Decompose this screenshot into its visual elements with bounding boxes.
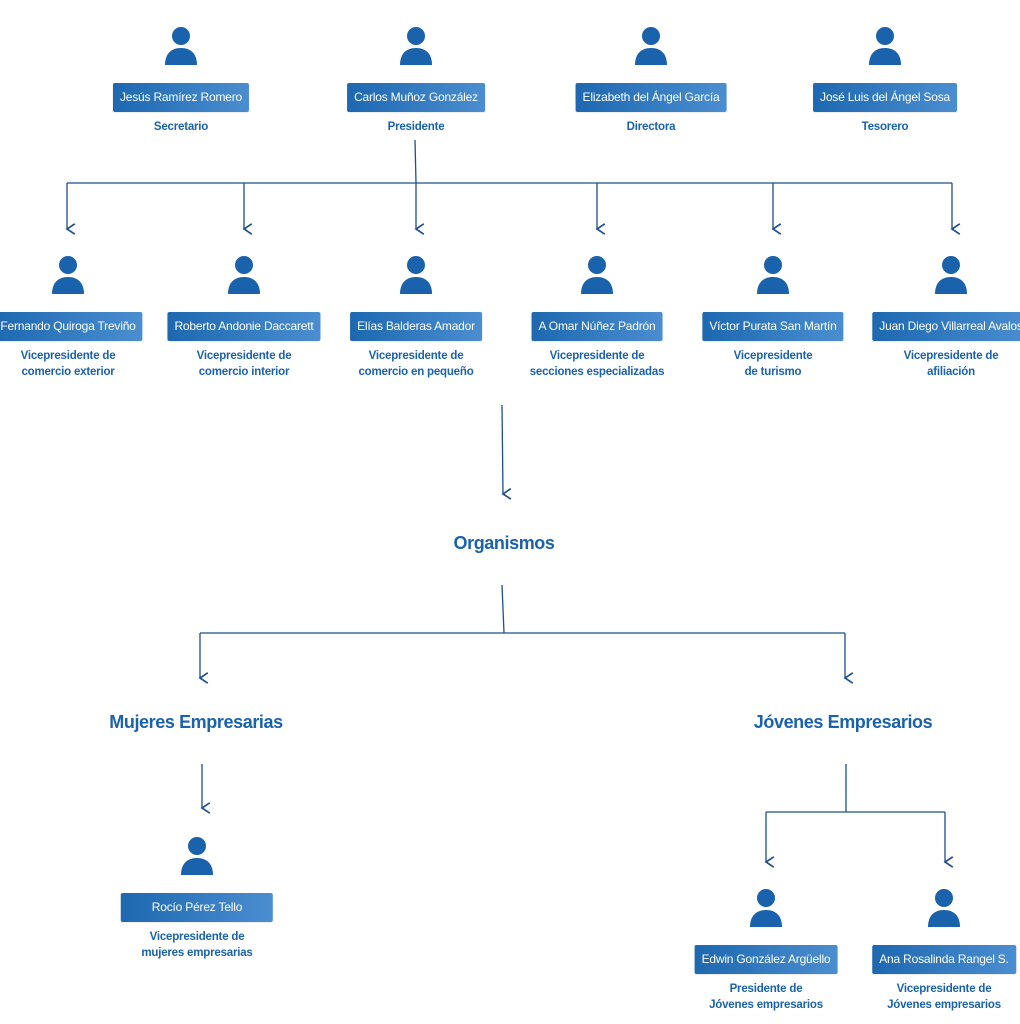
person-icon (757, 256, 789, 294)
person-name: Juan Diego Villarreal Avalos (872, 312, 1020, 341)
person-icon (165, 27, 197, 65)
jovenes-empresarios-title: Jóvenes Empresarios (753, 712, 933, 732)
person-role: Directora (626, 121, 676, 133)
person-name: José Luis del Ángel Sosa (813, 83, 957, 112)
organismos-title: Organismos (453, 533, 555, 553)
person-name: Víctor Purata San Martín (702, 312, 844, 341)
person-name: Roberto Andonie Daccarett (167, 312, 321, 341)
person-role: Secretario (153, 121, 209, 133)
person-name: Edwin González Argüello (694, 945, 838, 974)
person-icon (52, 256, 84, 294)
person-name: Elías Balderas Amador (350, 312, 482, 341)
person-name: Ana Rosalinda Rangel S. (872, 945, 1016, 974)
person-icon (750, 889, 782, 927)
person-role: Tesorero (861, 121, 909, 133)
president-connector (414, 139, 417, 184)
person-name: Rocío Pérez Tello (120, 893, 274, 922)
person-name: A Omar Núñez Padrón (531, 312, 663, 341)
person-icon (228, 256, 260, 294)
mujeres-empresarias-title: Mujeres Empresarias (109, 712, 283, 732)
person-icon (928, 889, 960, 927)
person-name: Carlos Muñoz González (347, 83, 485, 112)
person-icon (581, 256, 613, 294)
organismos-arrow (501, 404, 503, 494)
person-icon (181, 837, 213, 875)
person-name: Jesús Ramírez Romero (112, 83, 250, 112)
person-icon (935, 256, 967, 294)
person-icon (400, 256, 432, 294)
person-role: Presidente (387, 121, 445, 133)
organismos-stem (501, 584, 505, 634)
person-icon (400, 27, 432, 65)
person-name: Fernando Quiroga Treviño (0, 312, 143, 341)
person-icon (869, 27, 901, 65)
person-name: Elizabeth del Ángel García (575, 83, 727, 112)
person-icon (635, 27, 667, 65)
